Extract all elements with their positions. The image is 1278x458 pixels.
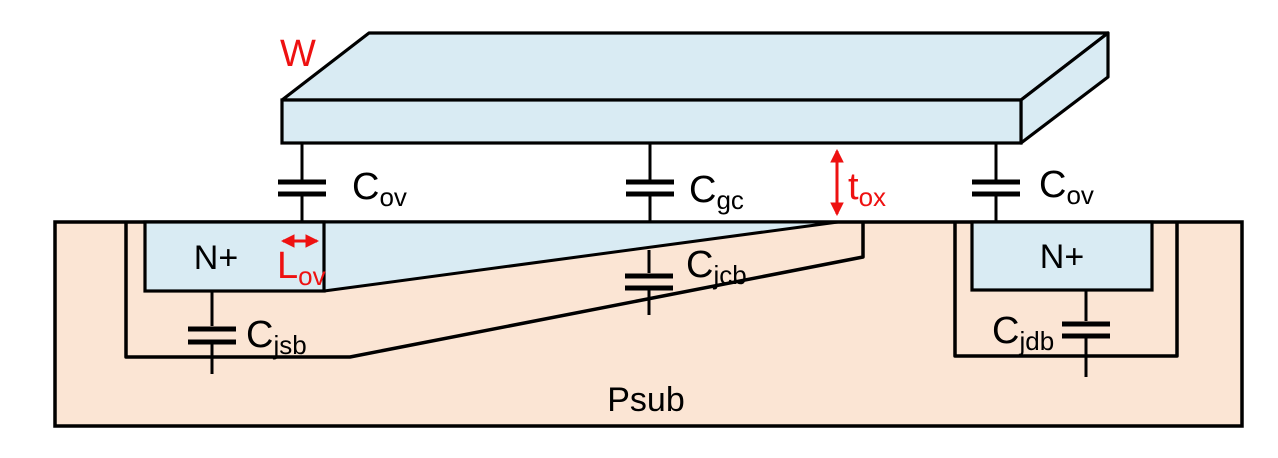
overlap-length-label: Lov [277, 245, 326, 291]
gate-electrode-slab [280, 31, 1110, 145]
cov-left-label: Cov [352, 166, 407, 212]
capacitor-symbol-cgc [626, 143, 674, 222]
cjsb-label: Cjsb [246, 314, 307, 360]
cov-right-label: Cov [1039, 164, 1094, 210]
cgc-label: Cgc [689, 169, 744, 215]
oxide-thickness-label: tox [848, 166, 886, 212]
psub-label: Psub [607, 381, 685, 419]
drain-junction-boundary [953, 222, 1179, 358]
capacitor-symbol-cjsb [188, 291, 236, 374]
source-nplus-label: N+ [194, 239, 238, 277]
gate-front-face [280, 98, 1023, 145]
source-nplus-region [143, 220, 326, 293]
capacitor-symbol-cjdb [1062, 290, 1110, 377]
cjcb-label: Cjcb [686, 244, 747, 290]
capacitor-symbol-cov-right [972, 143, 1020, 222]
drain-nplus-region [970, 220, 1154, 292]
gate-top-face [280, 31, 1110, 102]
source-junction-boundary [124, 222, 865, 359]
capacitor-symbol-cjcb [625, 250, 673, 315]
drain-nplus-label: N+ [1040, 238, 1084, 276]
capacitor-symbol-cov-left [278, 143, 326, 222]
cjdb-label: Cjdb [992, 310, 1054, 356]
gate-width-label: W [280, 33, 316, 75]
